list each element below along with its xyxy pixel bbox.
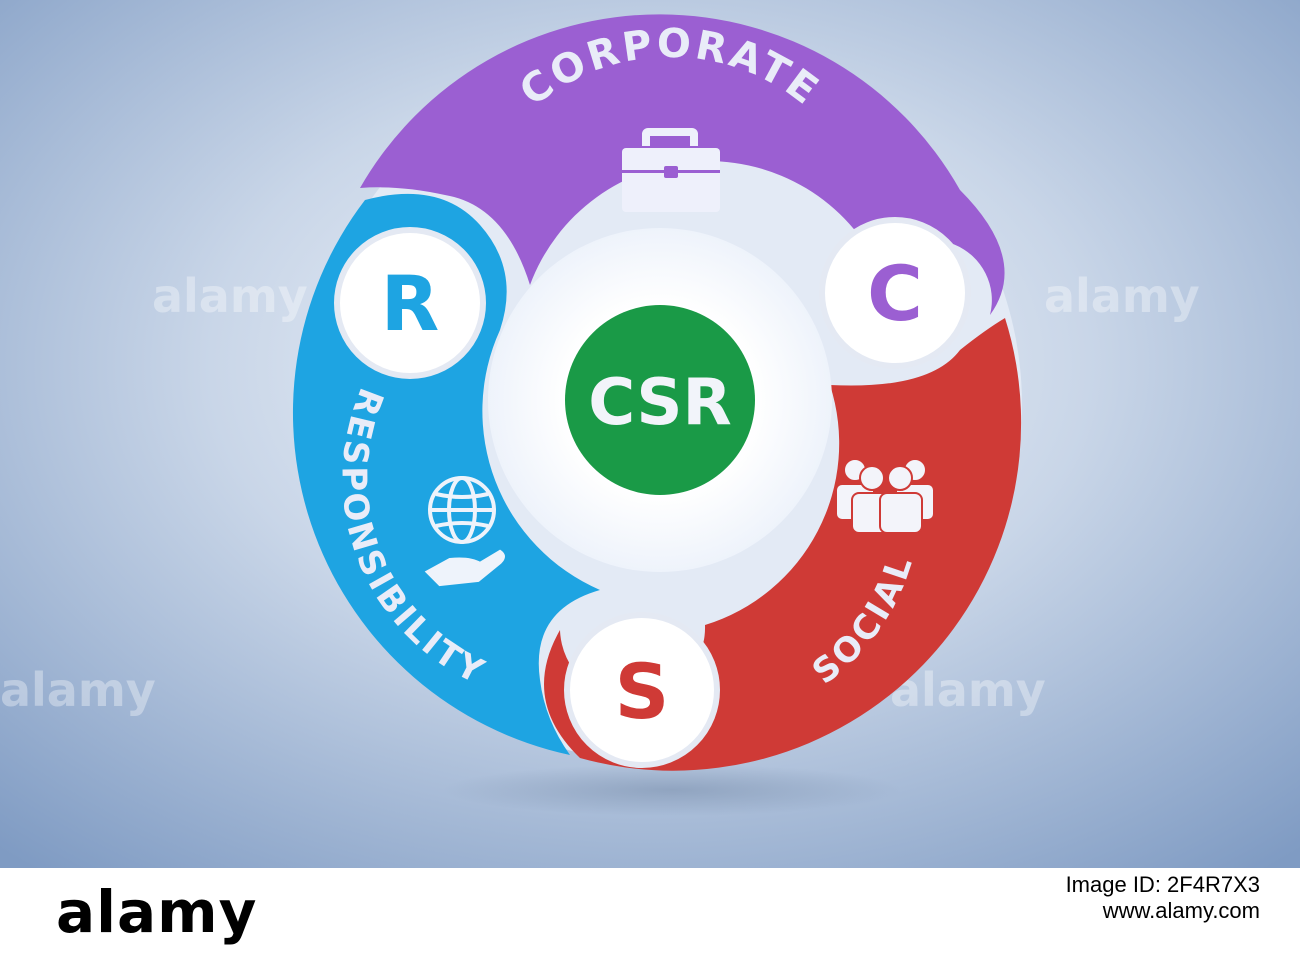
- csr-diagram-stage: alamy alamy alamy alamy alamy CSR C R S …: [0, 0, 1300, 868]
- center-label: CSR: [588, 366, 732, 440]
- watermark-text: alamy: [152, 269, 308, 323]
- footer-bar: alamy Image ID: 2F4R7X3 www.alamy.com: [0, 868, 1300, 956]
- footer-brand-logo: alamy: [56, 878, 258, 946]
- letter-badge-r[interactable]: R: [334, 227, 486, 379]
- footer-info: Image ID: 2F4R7X3 www.alamy.com: [1066, 872, 1260, 924]
- letter-badge-s[interactable]: S: [564, 612, 720, 768]
- letter-s: S: [615, 647, 670, 736]
- briefcase-icon: [622, 128, 720, 212]
- circle-shadow: [442, 764, 902, 816]
- globe-in-hand-icon: [424, 476, 505, 587]
- site-url-text: www.alamy.com: [1102, 898, 1260, 923]
- people-group-icon: [835, 458, 935, 534]
- watermark-text: alamy: [1044, 269, 1200, 323]
- segment-social[interactable]: [544, 318, 1022, 771]
- letter-c: C: [867, 249, 923, 338]
- letter-r: R: [381, 259, 440, 348]
- image-id-text: Image ID: 2F4R7X3: [1065, 872, 1260, 897]
- watermark-text: alamy: [0, 663, 156, 717]
- letter-badge-c[interactable]: C: [819, 217, 971, 369]
- center-badge[interactable]: [565, 305, 755, 495]
- segment-corporate[interactable]: [360, 14, 1005, 316]
- watermark-text: alamy: [890, 663, 1046, 717]
